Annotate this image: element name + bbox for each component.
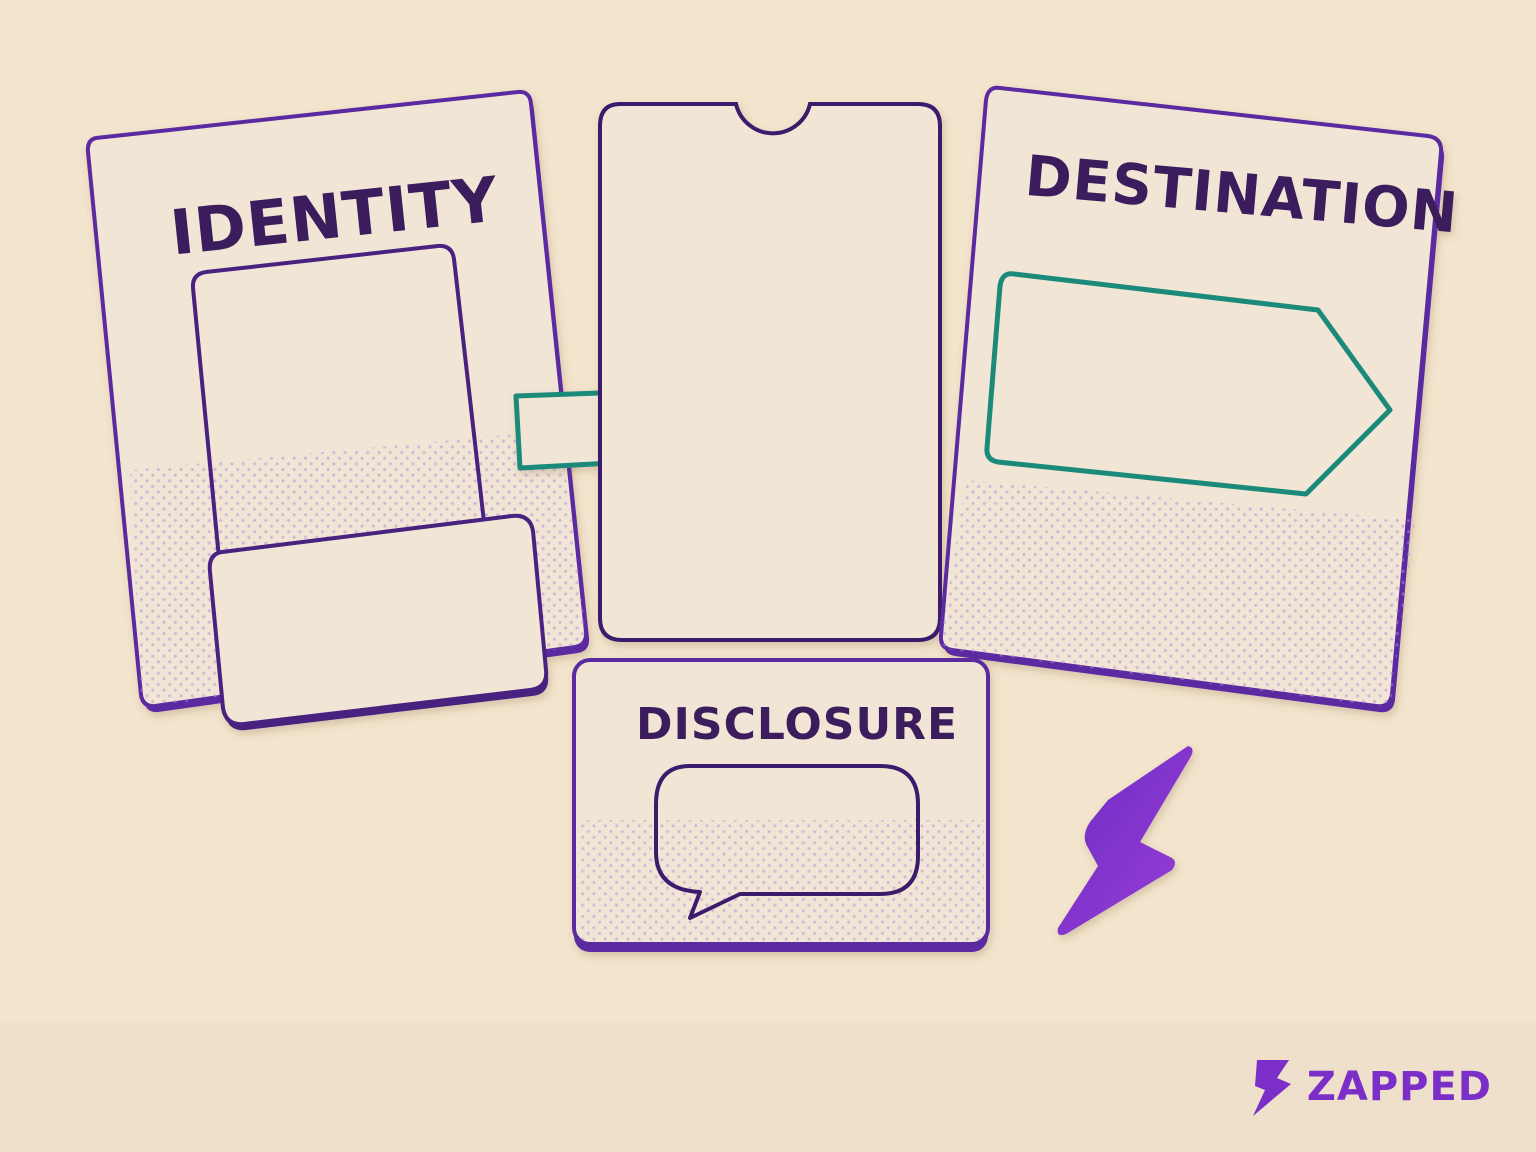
identity-card: IDENTITY: [85, 89, 590, 731]
zap-logo-icon: [1252, 1060, 1291, 1116]
disclosure-card: DISCLOSURE: [572, 658, 990, 952]
lightning-bolt-icon: [1057, 746, 1193, 936]
brand-name: ZAPPED: [1306, 1064, 1492, 1110]
id-slip-card: [207, 513, 549, 727]
cards-illustration: IDENTITY DESTINATION DISCLOSURE: [85, 85, 1461, 952]
destination-card: DESTINATION: [938, 85, 1461, 713]
speech-bubble-icon: [654, 764, 920, 920]
illustration-scene: IDENTITY DESTINATION DISCLOSURE: [85, 85, 1462, 952]
middle-card: [598, 102, 942, 642]
brand-logo: ZAPPED: [1247, 1052, 1492, 1122]
disclosure-title: DISCLOSURE: [636, 699, 958, 750]
signpost-placeholder: [984, 271, 1393, 497]
